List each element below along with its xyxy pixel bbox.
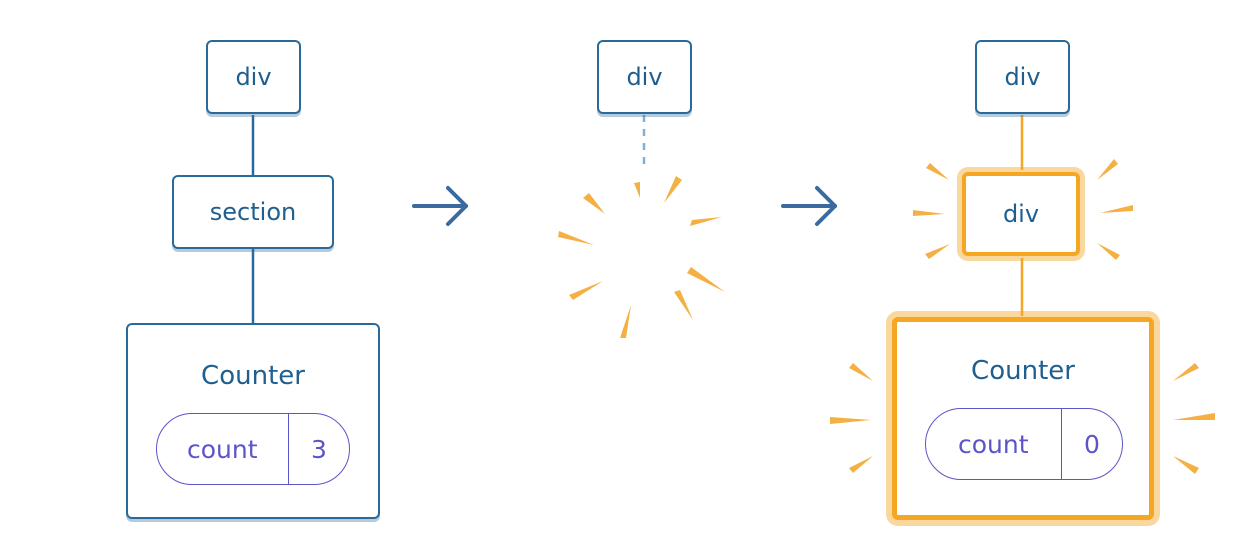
state-divider: [287, 414, 289, 484]
state-value: 0: [1084, 429, 1100, 459]
node-label: div: [235, 63, 272, 91]
panel2-root-div-node: div: [597, 40, 692, 114]
highlight-sparkle-icon: [913, 159, 1133, 260]
arrow-right-icon: [781, 186, 837, 226]
panel3-root-div-node: div: [975, 40, 1070, 114]
node-label: div: [1002, 200, 1040, 228]
panel1-root-div-node: div: [206, 40, 301, 114]
arrow-right-icon: [412, 186, 468, 226]
state-pill: count 3: [156, 413, 350, 485]
panel1-section-node: section: [172, 175, 334, 249]
panel3-counter-component: Counter count 0: [892, 317, 1154, 520]
component-name: Counter: [971, 356, 1075, 386]
node-label: div: [1004, 63, 1041, 91]
state-divider: [1060, 409, 1062, 479]
highlight-sparkle-icon: [830, 363, 1215, 474]
removal-burst-icon: [558, 176, 725, 338]
state-pill: count 0: [925, 408, 1123, 480]
node-label: div: [626, 63, 663, 91]
state-name: count: [957, 429, 1029, 459]
state-value: 3: [311, 434, 327, 464]
panel3-new-div-node: div: [962, 172, 1080, 256]
component-name: Counter: [201, 361, 305, 391]
state-name: count: [186, 434, 258, 464]
panel1-counter-component: Counter count 3: [126, 323, 380, 519]
node-label: section: [209, 198, 297, 226]
